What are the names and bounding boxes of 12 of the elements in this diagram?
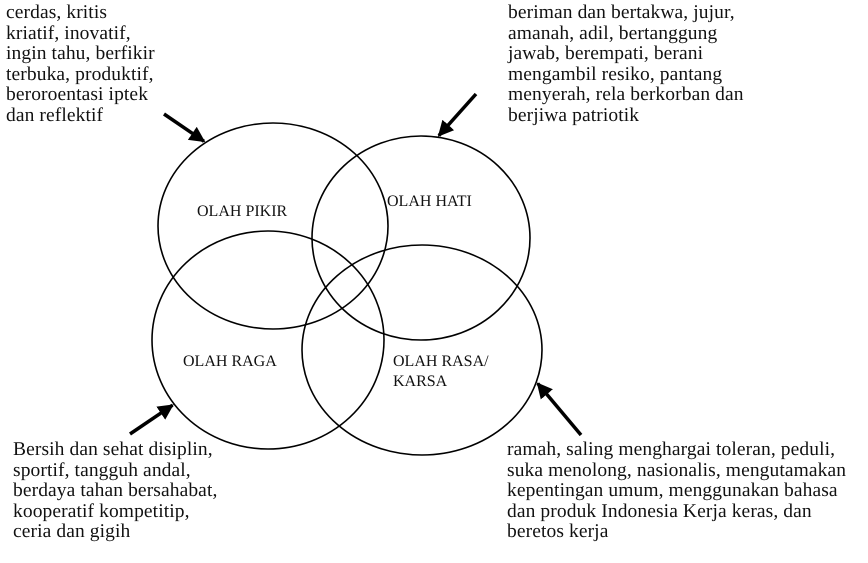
arrow xyxy=(129,404,174,436)
trait-list: cerdas, kritis kriatif, inovatif, ingin tahu, berfikir terbuka, produktif, beroroentasi iptek dan reflektif xyxy=(6,3,164,126)
arrow xyxy=(163,112,206,143)
circle-label: OLAH PIKIR xyxy=(197,202,288,222)
circle-label: OLAH RASA/ KARSA xyxy=(393,352,490,392)
circle-label: OLAH HATI xyxy=(387,192,473,212)
trait-list: Bersih dan sehat disiplin, sportif, tangguh andal, berdaya tahan bersahabat, kooperatif kompetitip, ceria dan gigih xyxy=(13,440,225,542)
arrow xyxy=(536,382,582,436)
trait-list: beriman dan bertakwa, jujur, amanah, adil, bertanggung jawab, berempati, berani mengambil resiko, pantang menyerah, rela berkorban dan berjiwa patriotik xyxy=(508,3,758,126)
circle-label: OLAH RAGA xyxy=(183,352,278,372)
arrow xyxy=(438,92,478,137)
trait-list: ramah, saling menghargai toleran, peduli, suka menolong, nasionalis, mengutamakan kepentingan umum, menggunakan bahasa dan produk Indonesia Kerja keras, dan beretos kerja xyxy=(507,440,867,542)
